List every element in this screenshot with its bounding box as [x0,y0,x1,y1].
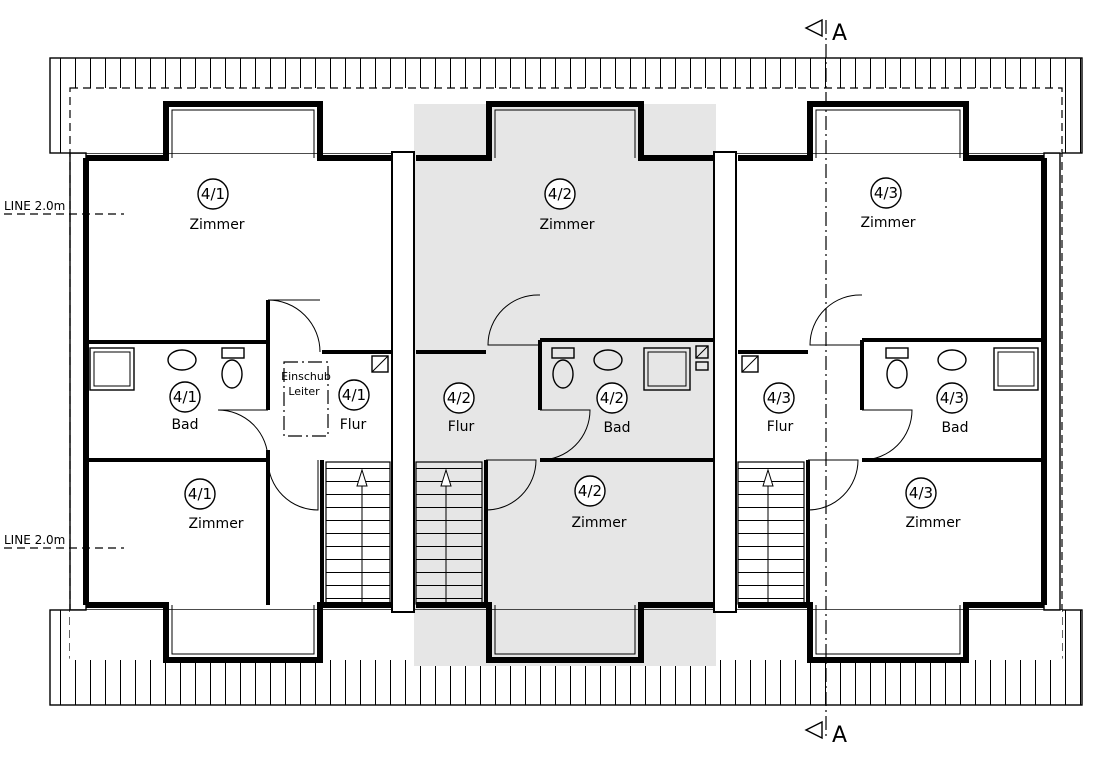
room-id: 4/2 [548,185,572,203]
tag-circle [574,475,606,507]
room-name: Bad [603,420,630,436]
tag-circle [936,382,968,414]
stairs [325,461,805,605]
room-name: Zimmer [189,217,244,233]
partitions [86,300,1044,605]
room-id: 4/1 [173,388,197,406]
room-id: 4/2 [600,389,624,407]
room-id: 4/3 [940,389,964,407]
room-name: Bad [941,420,968,436]
tag-circle [763,382,795,414]
room-name: Bad [171,417,198,433]
room-name: Zimmer [188,516,243,532]
doors [217,294,913,511]
room-name: Zimmer [905,515,960,531]
line-label-top: LINE 2.0m [4,199,65,213]
room-id: 4/1 [201,185,225,203]
tag-circle [870,177,902,209]
room-id: 4/3 [767,389,791,407]
attic-hatch [283,361,329,437]
room-name: Zimmer [571,515,626,531]
section-label-top: A [832,21,847,46]
room-id: 4/2 [447,389,471,407]
section-arrow-bottom-icon [804,720,823,740]
tag-circle [443,382,475,414]
tag-circle [184,478,216,510]
room-id: 4/3 [909,484,933,502]
room-name: Zimmer [860,215,915,231]
room-name: Flur [448,419,475,435]
tag-circle [544,178,576,210]
section-arrow-top-icon [804,18,823,38]
room-id: 4/1 [188,485,212,503]
hatch-label-line1: Einschub [281,370,331,383]
hatch-label-line2: Leiter [288,385,320,398]
line-label-bottom: LINE 2.0m [4,533,65,547]
tag-circle [338,379,370,411]
tag-circle [169,381,201,413]
room-name: Flur [767,419,794,435]
room-id: 4/1 [342,386,366,404]
tag-circle [197,178,229,210]
fixtures [89,345,1039,391]
room-id: 4/2 [578,482,602,500]
tag-circle [596,382,628,414]
tag-circle [905,477,937,509]
room-id: 4/3 [874,184,898,202]
room-name: Zimmer [539,217,594,233]
walls [83,101,1047,663]
section-label-bottom: A [832,723,847,748]
room-name: Flur [340,417,367,433]
